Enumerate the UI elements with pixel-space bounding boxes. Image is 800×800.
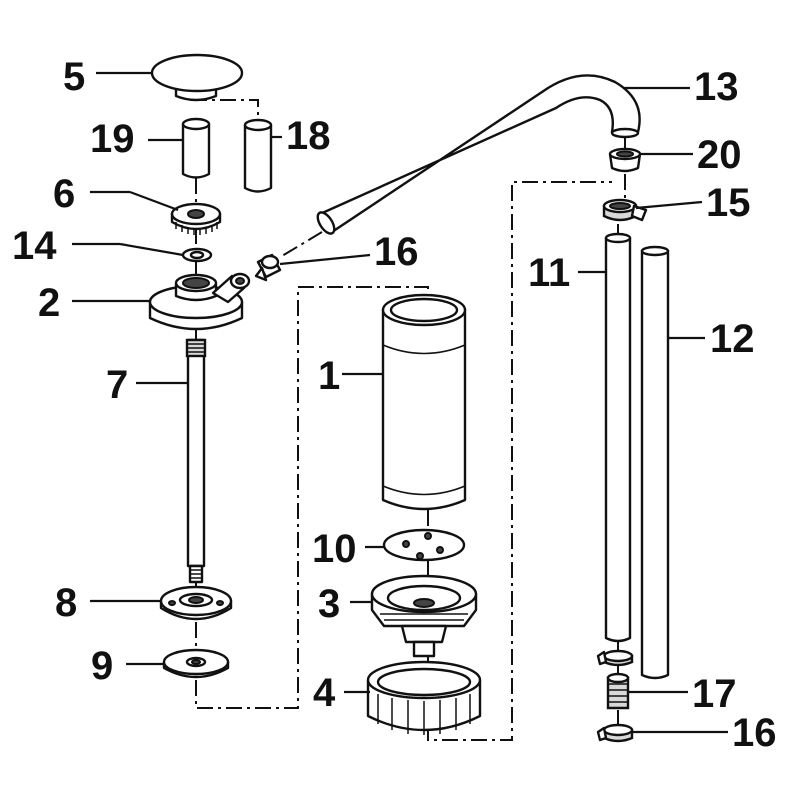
part-1-cylinder [381, 293, 467, 511]
label-part-16-top: 16 [374, 230, 419, 274]
part-9-valve-seat [162, 648, 230, 679]
part-2-pump-head [148, 272, 251, 331]
label-part-1: 1 [318, 354, 340, 398]
part-16-clamp-bottom [596, 723, 634, 743]
part-3-base [370, 574, 478, 658]
label-part-16-bottom: 16 [732, 711, 777, 755]
part-12-extension-tube [640, 245, 670, 680]
part-4-threaded-ring [366, 660, 482, 735]
label-part-7: 7 [106, 363, 128, 407]
part-19-spacer-tube [181, 117, 211, 179]
part-14-washer [181, 247, 213, 263]
part-11-suction-tube [604, 232, 632, 643]
label-part-20: 20 [697, 133, 742, 177]
part-17-connector [606, 672, 630, 710]
label-part-2: 2 [38, 281, 60, 325]
part-18-spacer-tube [243, 118, 273, 193]
label-part-5: 5 [63, 55, 85, 99]
label-part-13: 13 [694, 65, 739, 109]
label-part-11: 11 [528, 251, 570, 295]
part-5-cap [150, 53, 244, 102]
part-7-piston-rod [185, 338, 207, 584]
label-part-9: 9 [91, 644, 113, 688]
part-15-hose-clamp [602, 198, 648, 222]
label-part-12: 12 [710, 317, 755, 361]
part-8-valve-disc [159, 585, 233, 621]
label-part-15: 15 [706, 181, 751, 225]
part-16-clamp-lower-1 [596, 649, 634, 667]
part-20-bushing [608, 147, 642, 173]
label-part-17: 17 [692, 672, 737, 716]
part-13-spout [316, 74, 641, 235]
label-part-19: 19 [90, 117, 135, 161]
label-part-4: 4 [313, 671, 336, 715]
label-part-18: 18 [286, 114, 331, 158]
part-10-gasket [382, 528, 466, 562]
label-part-3: 3 [318, 582, 340, 626]
label-part-10: 10 [312, 527, 357, 571]
part-6-nut [170, 202, 222, 235]
leader-lines [72, 71, 728, 734]
label-part-8: 8 [55, 581, 77, 625]
part-number-labels: 5 19 18 6 14 2 7 8 9 16 1 10 3 4 13 20 1… [12, 55, 777, 755]
part-16-clamp-top [254, 253, 282, 282]
label-part-6: 6 [53, 172, 75, 216]
label-part-14: 14 [12, 224, 57, 268]
